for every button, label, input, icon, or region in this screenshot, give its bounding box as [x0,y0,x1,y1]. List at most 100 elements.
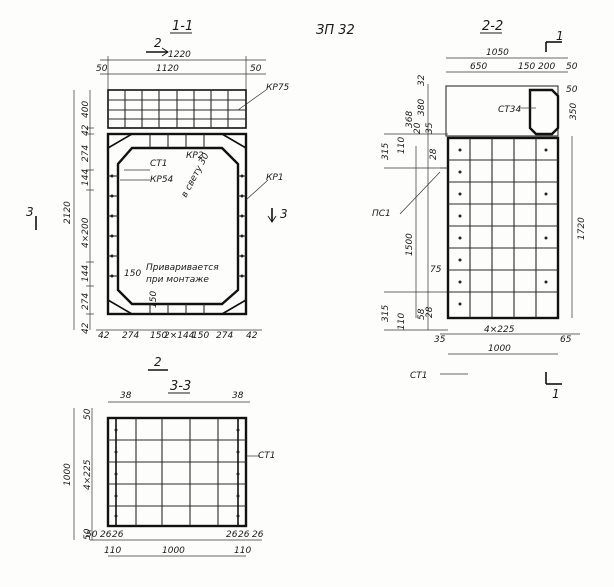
cut-label-1-top: 1 [556,29,564,43]
wall-ties [108,134,246,314]
dim-4x225-2: 4×225 [484,325,515,335]
dim-1000-2: 1000 [488,344,511,354]
label-ct34: СТ34 [498,105,522,115]
section-3-3: 3-3 38 38 СТ1 1000 [63,379,276,557]
dim-26-b4: 26 [238,530,250,540]
dim-65: 65 [560,335,572,345]
dim-650: 650 [470,62,487,72]
cap-mesh-bars [108,90,246,128]
dim-26-b5: 26 [252,530,264,540]
section-2-2: 2-2 1 1050 650 150 200 50 СТ34 350 50 32… [372,19,587,401]
plan-mesh-bars [108,418,246,526]
dim-144-top: 144 [81,169,91,186]
dim-1120: 1120 [156,64,179,74]
label-ct1: СТ1 [150,159,168,169]
dim-274-bottom: 274 [81,293,91,310]
dim-58: 58 [417,308,427,320]
leader-pc1 [399,171,441,215]
dim-50-3: 50 [566,85,578,95]
dim-50-left: 50 [96,64,108,74]
dim-1220: 1220 [168,50,191,60]
dim-274-br: 274 [216,331,233,341]
label-kr54: КР54 [150,175,174,185]
label-ct1-3: СТ1 [258,451,276,461]
dim-110-bottom: 110 [397,313,407,330]
dim-75: 75 [430,265,442,275]
dim-110-b2: 110 [234,546,251,556]
wall-mesh-bars [448,138,558,318]
label-kr2: КР2 [186,151,204,161]
section-3-3-title: 3-3 [170,379,191,394]
dim-35-bottom: 35 [434,335,446,345]
dim-28-bottom: 28 [425,306,435,318]
cut-label-3-left: 3 [26,205,34,219]
dim-4x200: 4×200 [81,217,91,248]
dim-2120: 2120 [63,201,73,224]
dim-150-bl: 150 [150,331,167,341]
label-kr75: КР75 [266,83,290,93]
opening-octagon [116,146,240,306]
dim-42-br: 42 [246,331,258,341]
haunch-bars [107,133,247,315]
dim-150-2: 150 [518,62,535,72]
dim-150-br: 150 [192,331,209,341]
dim-38-left: 38 [120,391,132,401]
cut-arrow [267,215,277,223]
dim-380: 380 [417,99,427,116]
dim-200: 200 [538,62,555,72]
label-pc1: ПС1 [372,209,391,219]
leader-kr1 [245,179,269,201]
weld-note-2: при монтаже [146,275,209,285]
dim-32: 32 [417,74,427,86]
dim-150-inner-b: 150 [149,291,159,308]
dim-50-b1: 50 [86,530,98,540]
dim-42-top: 42 [81,124,91,136]
dim-35-top: 35 [425,122,435,134]
body-frame [106,132,248,316]
cut-label-3-right: 3 [280,207,288,221]
dim-315-top: 315 [381,143,391,160]
ticks-2-2 [384,133,448,331]
cut-label-2-top: 2 [154,36,162,50]
dim-50-2: 50 [566,62,578,72]
sheet-code: ЗП 32 [316,23,355,38]
wall-mesh-frame [446,136,560,320]
ct34-frame [528,88,560,136]
dim-28-top: 28 [429,148,439,160]
dim-110-b1: 110 [104,546,121,556]
dim-42-bl: 42 [98,331,110,341]
dim-1720: 1720 [577,217,587,240]
dim-2x144: 2×144 [164,331,195,341]
cut-label-2-bottom: 2 [154,355,162,369]
bar-dots [110,174,244,278]
ticks-left [86,127,94,315]
dim-50-3b: 50 [83,528,93,540]
label-ct1-bottom: СТ1 [410,371,428,381]
plan-mesh-frame [106,416,248,528]
dim-144-bottom: 144 [81,265,91,282]
mesh-dots [458,148,548,306]
dim-26-b2: 26 [112,530,124,540]
dim-274-top: 274 [81,145,91,162]
cut-arrow [161,47,169,57]
dim-315-bottom: 315 [381,305,391,322]
dim-400: 400 [81,101,91,118]
dim-26-b1: 26 [100,530,112,540]
section-1-1-title: 1-1 [172,19,193,34]
plan-dots [114,428,240,518]
leader-kr75 [237,89,267,111]
plan-edge-bars [115,418,239,526]
section-1-1: 1-1 2 1220 1120 50 50 КР75 [26,19,290,371]
dim-1000-b: 1000 [162,546,185,556]
dim-20-top: 20 [413,122,423,134]
dim-42-bottom: 42 [81,322,91,334]
dim-350: 350 [569,103,579,120]
dim-110-top: 110 [397,137,407,154]
dim-50-3a: 50 [83,408,93,420]
weld-note-1: Приваривается [146,263,219,273]
dim-274-bl: 274 [122,331,139,341]
cut-label-1-bottom: 1 [552,387,560,401]
dim-26-b3: 26 [226,530,238,540]
